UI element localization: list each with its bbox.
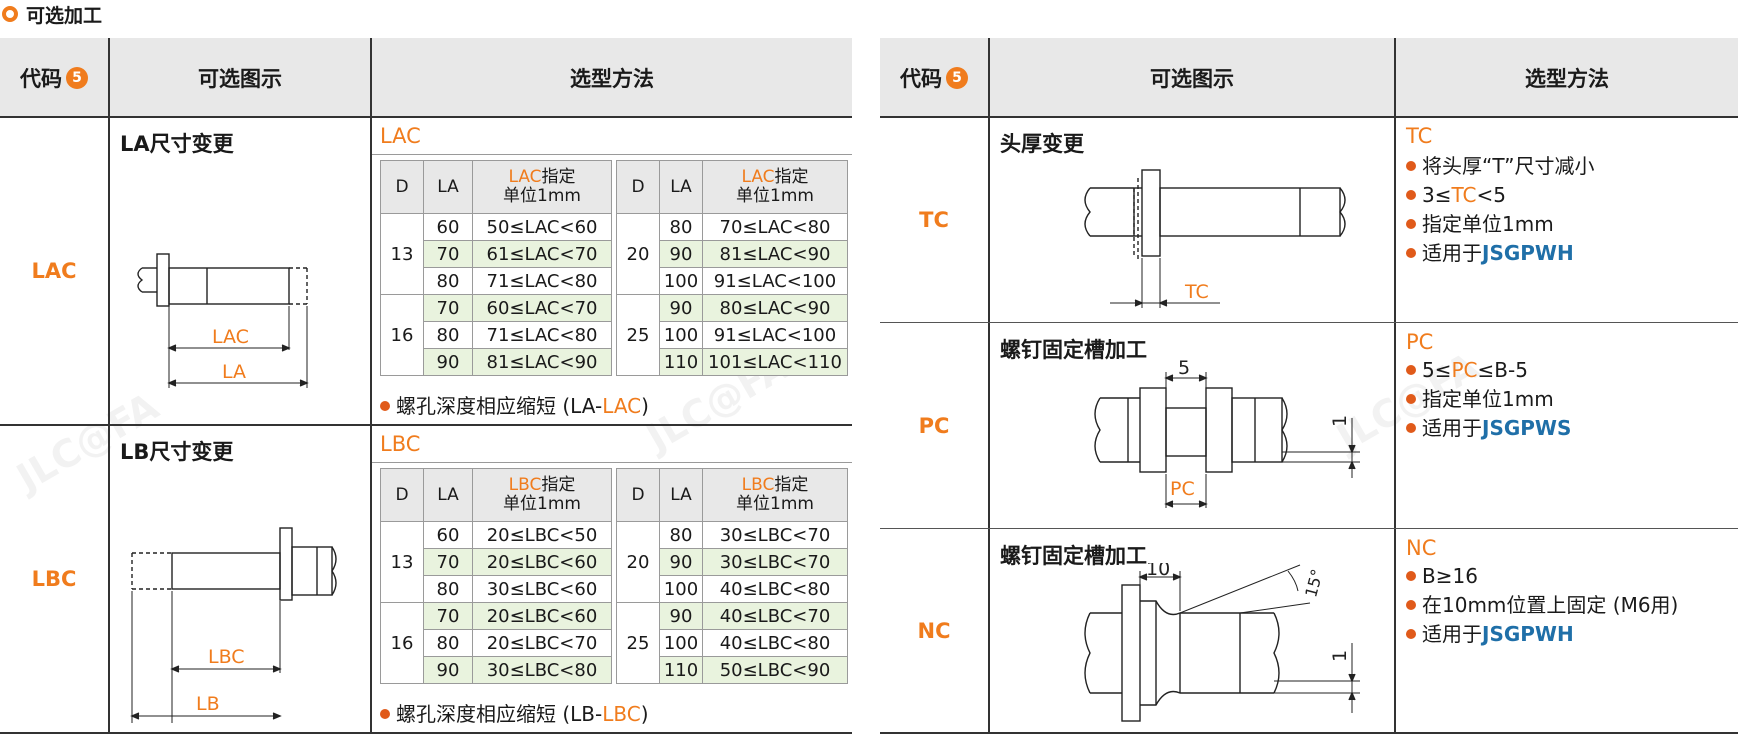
nc-bullets: B≥16 在10mm位置上固定 (M6用) 适用于JSGPWH [1406, 562, 1678, 649]
list-item: 指定单位1mm [1406, 385, 1571, 414]
ring-icon [2, 6, 18, 22]
lac-shaft-diagram: LAC LA [137, 253, 309, 388]
method-label-lac: LAC [380, 124, 421, 148]
list-item: 3≤TC<5 [1406, 181, 1595, 210]
badge-5: 5 [946, 67, 968, 89]
bullet-icon [1406, 247, 1416, 258]
header-method: 选型方法 [372, 38, 852, 118]
list-item: 指定单位1mm [1406, 210, 1595, 239]
pc-shaft-diagram: 5 1 PC [1094, 358, 1360, 508]
method-label-pc: PC [1406, 330, 1434, 354]
bullet-icon [1406, 393, 1416, 404]
header-code-label: 代码 [900, 67, 942, 91]
dim-label-lbc: LBC [208, 646, 245, 668]
code-lbc: LBC [31, 567, 77, 591]
dim-label-10: 10 [1146, 563, 1170, 580]
list-item: 适用于JSGPWS [1406, 414, 1571, 443]
tc-shaft-diagram: TC [1084, 169, 1346, 308]
list-item: 将头厚“T”尺寸减小 [1406, 152, 1595, 181]
header-diagram: 可选图示 [990, 38, 1394, 118]
tc-bullets: 将头厚“T”尺寸减小 3≤TC<5 指定单位1mm 适用于JSGPWH [1406, 152, 1595, 268]
diagram-title-lac: LA尺寸变更 [120, 132, 234, 156]
dim-label-1: 1 [1329, 415, 1351, 427]
bullet-icon [1406, 218, 1416, 229]
bullet-icon [1406, 628, 1416, 639]
method-label-lbc: LBC [380, 432, 421, 456]
dim-label-la: LA [222, 361, 246, 383]
bullet-icon [1406, 422, 1416, 433]
header-method: 选型方法 [1396, 38, 1738, 118]
diagram-title-lbc: LB尺寸变更 [120, 440, 234, 464]
diagram-title-pc: 螺钉固定槽加工 [1000, 338, 1147, 362]
dim-label-15deg: 15° [1301, 567, 1327, 599]
dim-label-lb: LB [196, 693, 220, 715]
code-tc: TC [919, 208, 949, 232]
header-diagram: 可选图示 [110, 38, 370, 118]
code-pc: PC [918, 414, 950, 438]
list-item: 适用于JSGPWH [1406, 239, 1595, 268]
list-item: 5≤PC≤B-5 [1406, 356, 1571, 385]
dim-label-tc: TC [1184, 281, 1209, 303]
bullet-icon [1406, 160, 1416, 171]
lbc-shaft-diagram: LBC LB [130, 527, 337, 723]
bullet-icon [380, 708, 390, 719]
dim-label-1: 1 [1329, 650, 1351, 662]
bullet-icon [1406, 189, 1416, 200]
section-heading: 可选加工 [2, 2, 103, 27]
nc-shaft-diagram: 10 15° 1 [1084, 563, 1360, 722]
code-lac: LAC [31, 259, 77, 283]
code-nc: NC [917, 619, 951, 643]
diagram-title-tc: 头厚变更 [1000, 132, 1084, 156]
bullet-icon [1406, 570, 1416, 581]
list-item: 适用于JSGPWH [1406, 620, 1678, 649]
bullet-icon [380, 400, 390, 411]
header-code-label: 代码 [20, 67, 62, 91]
method-label-tc: TC [1406, 124, 1433, 148]
diagram-title-nc: 螺钉固定槽加工 [1000, 544, 1147, 568]
note-lac: 螺孔深度相应缩短 (LA-LAC) [380, 390, 649, 419]
dim-label-lac: LAC [212, 326, 249, 348]
dim-label-pc: PC [1170, 478, 1195, 500]
method-label-nc: NC [1406, 536, 1437, 560]
bullet-icon [1406, 364, 1416, 375]
note-lbc: 螺孔深度相应缩短 (LB-LBC) [380, 698, 649, 727]
section-title: 可选加工 [26, 4, 103, 27]
list-item: 在10mm位置上固定 (M6用) [1406, 591, 1678, 620]
badge-5: 5 [66, 67, 88, 89]
list-item: B≥16 [1406, 562, 1678, 591]
dim-label-5: 5 [1178, 358, 1190, 379]
pc-bullets: 5≤PC≤B-5 指定单位1mm 适用于JSGPWS [1406, 356, 1571, 443]
bullet-icon [1406, 599, 1416, 610]
